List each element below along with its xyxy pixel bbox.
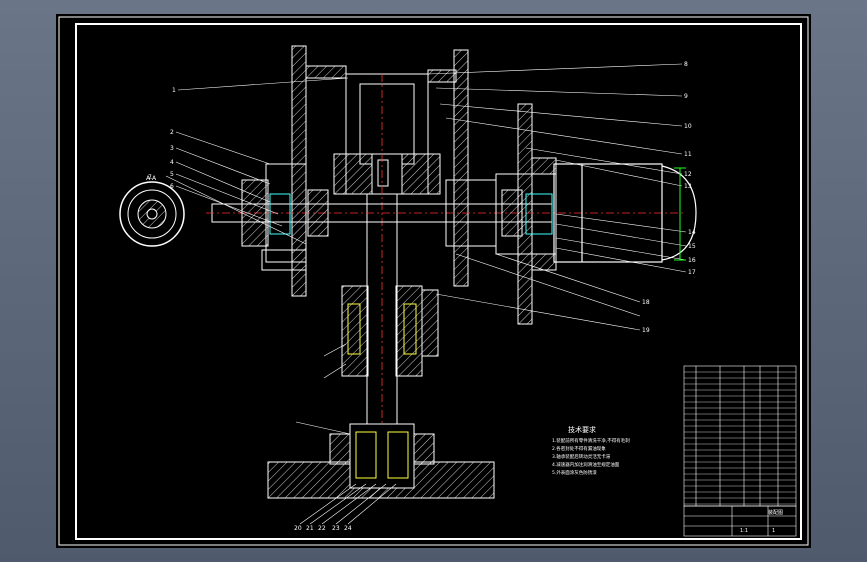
parts-list <box>683 365 797 507</box>
middle-bearing-housing <box>341 285 439 377</box>
title-block <box>683 505 797 537</box>
balloon-10: 10 <box>684 123 692 130</box>
balloon-8: 8 <box>684 61 688 68</box>
drawing-name: 装配图 <box>768 509 783 516</box>
balloon-3: 3 <box>170 145 174 152</box>
balloon-5: 5 <box>170 171 174 178</box>
balloon-17: 17 <box>688 269 696 276</box>
balloon-4: 4 <box>170 159 174 166</box>
balloon-9: 9 <box>684 93 688 100</box>
balloon-13: 13 <box>684 183 692 190</box>
balloon-19: 19 <box>642 327 650 334</box>
note-line-3: 3.轴承装配后转动灵活无卡滞 <box>552 453 611 460</box>
balloon-14: 14 <box>688 229 696 236</box>
base-plate <box>267 423 495 499</box>
balloons-left: 1 2 3 4 5 6 7 <box>148 87 176 190</box>
balloons-bottom: 20 21 22 23 24 <box>294 525 352 532</box>
balloon-21: 21 <box>306 525 314 532</box>
balloon-22: 22 <box>318 525 326 532</box>
note-line-1: 1.装配前所有零件清洗干净,不得有毛刺 <box>552 437 630 444</box>
end-view-pulley <box>119 181 185 247</box>
balloon-1: 1 <box>172 87 176 94</box>
right-bearing-assembly <box>445 157 557 271</box>
leader-lines <box>165 63 687 525</box>
sheet-number: 1 <box>772 528 775 534</box>
outer-frame <box>58 16 809 546</box>
inner-frame <box>75 23 802 540</box>
balloon-15: 15 <box>688 243 696 250</box>
balloon-24: 24 <box>344 525 352 532</box>
balloon-16: 16 <box>688 257 696 264</box>
balloons-right: 8 9 10 11 12 13 14 15 16 17 18 19 <box>642 61 696 334</box>
balloon-12: 12 <box>684 171 692 178</box>
balloon-11: 11 <box>684 151 692 158</box>
note-line-4: 4.减速器内加注润滑油至规定油面 <box>552 461 620 468</box>
technical-notes: 技术要求 1.装配前所有零件清洗干净,不得有毛刺 2.各密封处不得有漏油现象 3… <box>552 425 630 476</box>
notes-title: 技术要求 <box>568 425 596 434</box>
upper-gearbox <box>333 73 441 195</box>
balloon-20: 20 <box>294 525 302 532</box>
section-label: A-A <box>146 175 157 182</box>
parts-list-rows <box>684 371 796 505</box>
note-line-5: 5.外表面涂灰色防锈漆 <box>552 469 597 476</box>
balloon-18: 18 <box>642 299 650 306</box>
balloon-23: 23 <box>332 525 340 532</box>
balloon-2: 2 <box>170 129 174 136</box>
drawing-viewport[interactable]: 1 2 3 4 5 6 7 8 9 10 11 12 13 14 15 16 1… <box>56 14 811 548</box>
housing-left <box>291 45 347 297</box>
dimension-motor <box>674 167 686 261</box>
balloon-7: 7 <box>148 174 152 181</box>
balloon-6: 6 <box>170 183 174 190</box>
left-bearing-assembly <box>241 163 329 271</box>
note-line-2: 2.各密封处不得有漏油现象 <box>552 445 606 452</box>
central-shaft <box>366 74 398 485</box>
assembly-drawing: 1 2 3 4 5 6 7 8 9 10 11 12 13 14 15 16 1… <box>58 16 809 546</box>
scale-label: 1:1 <box>740 528 748 534</box>
